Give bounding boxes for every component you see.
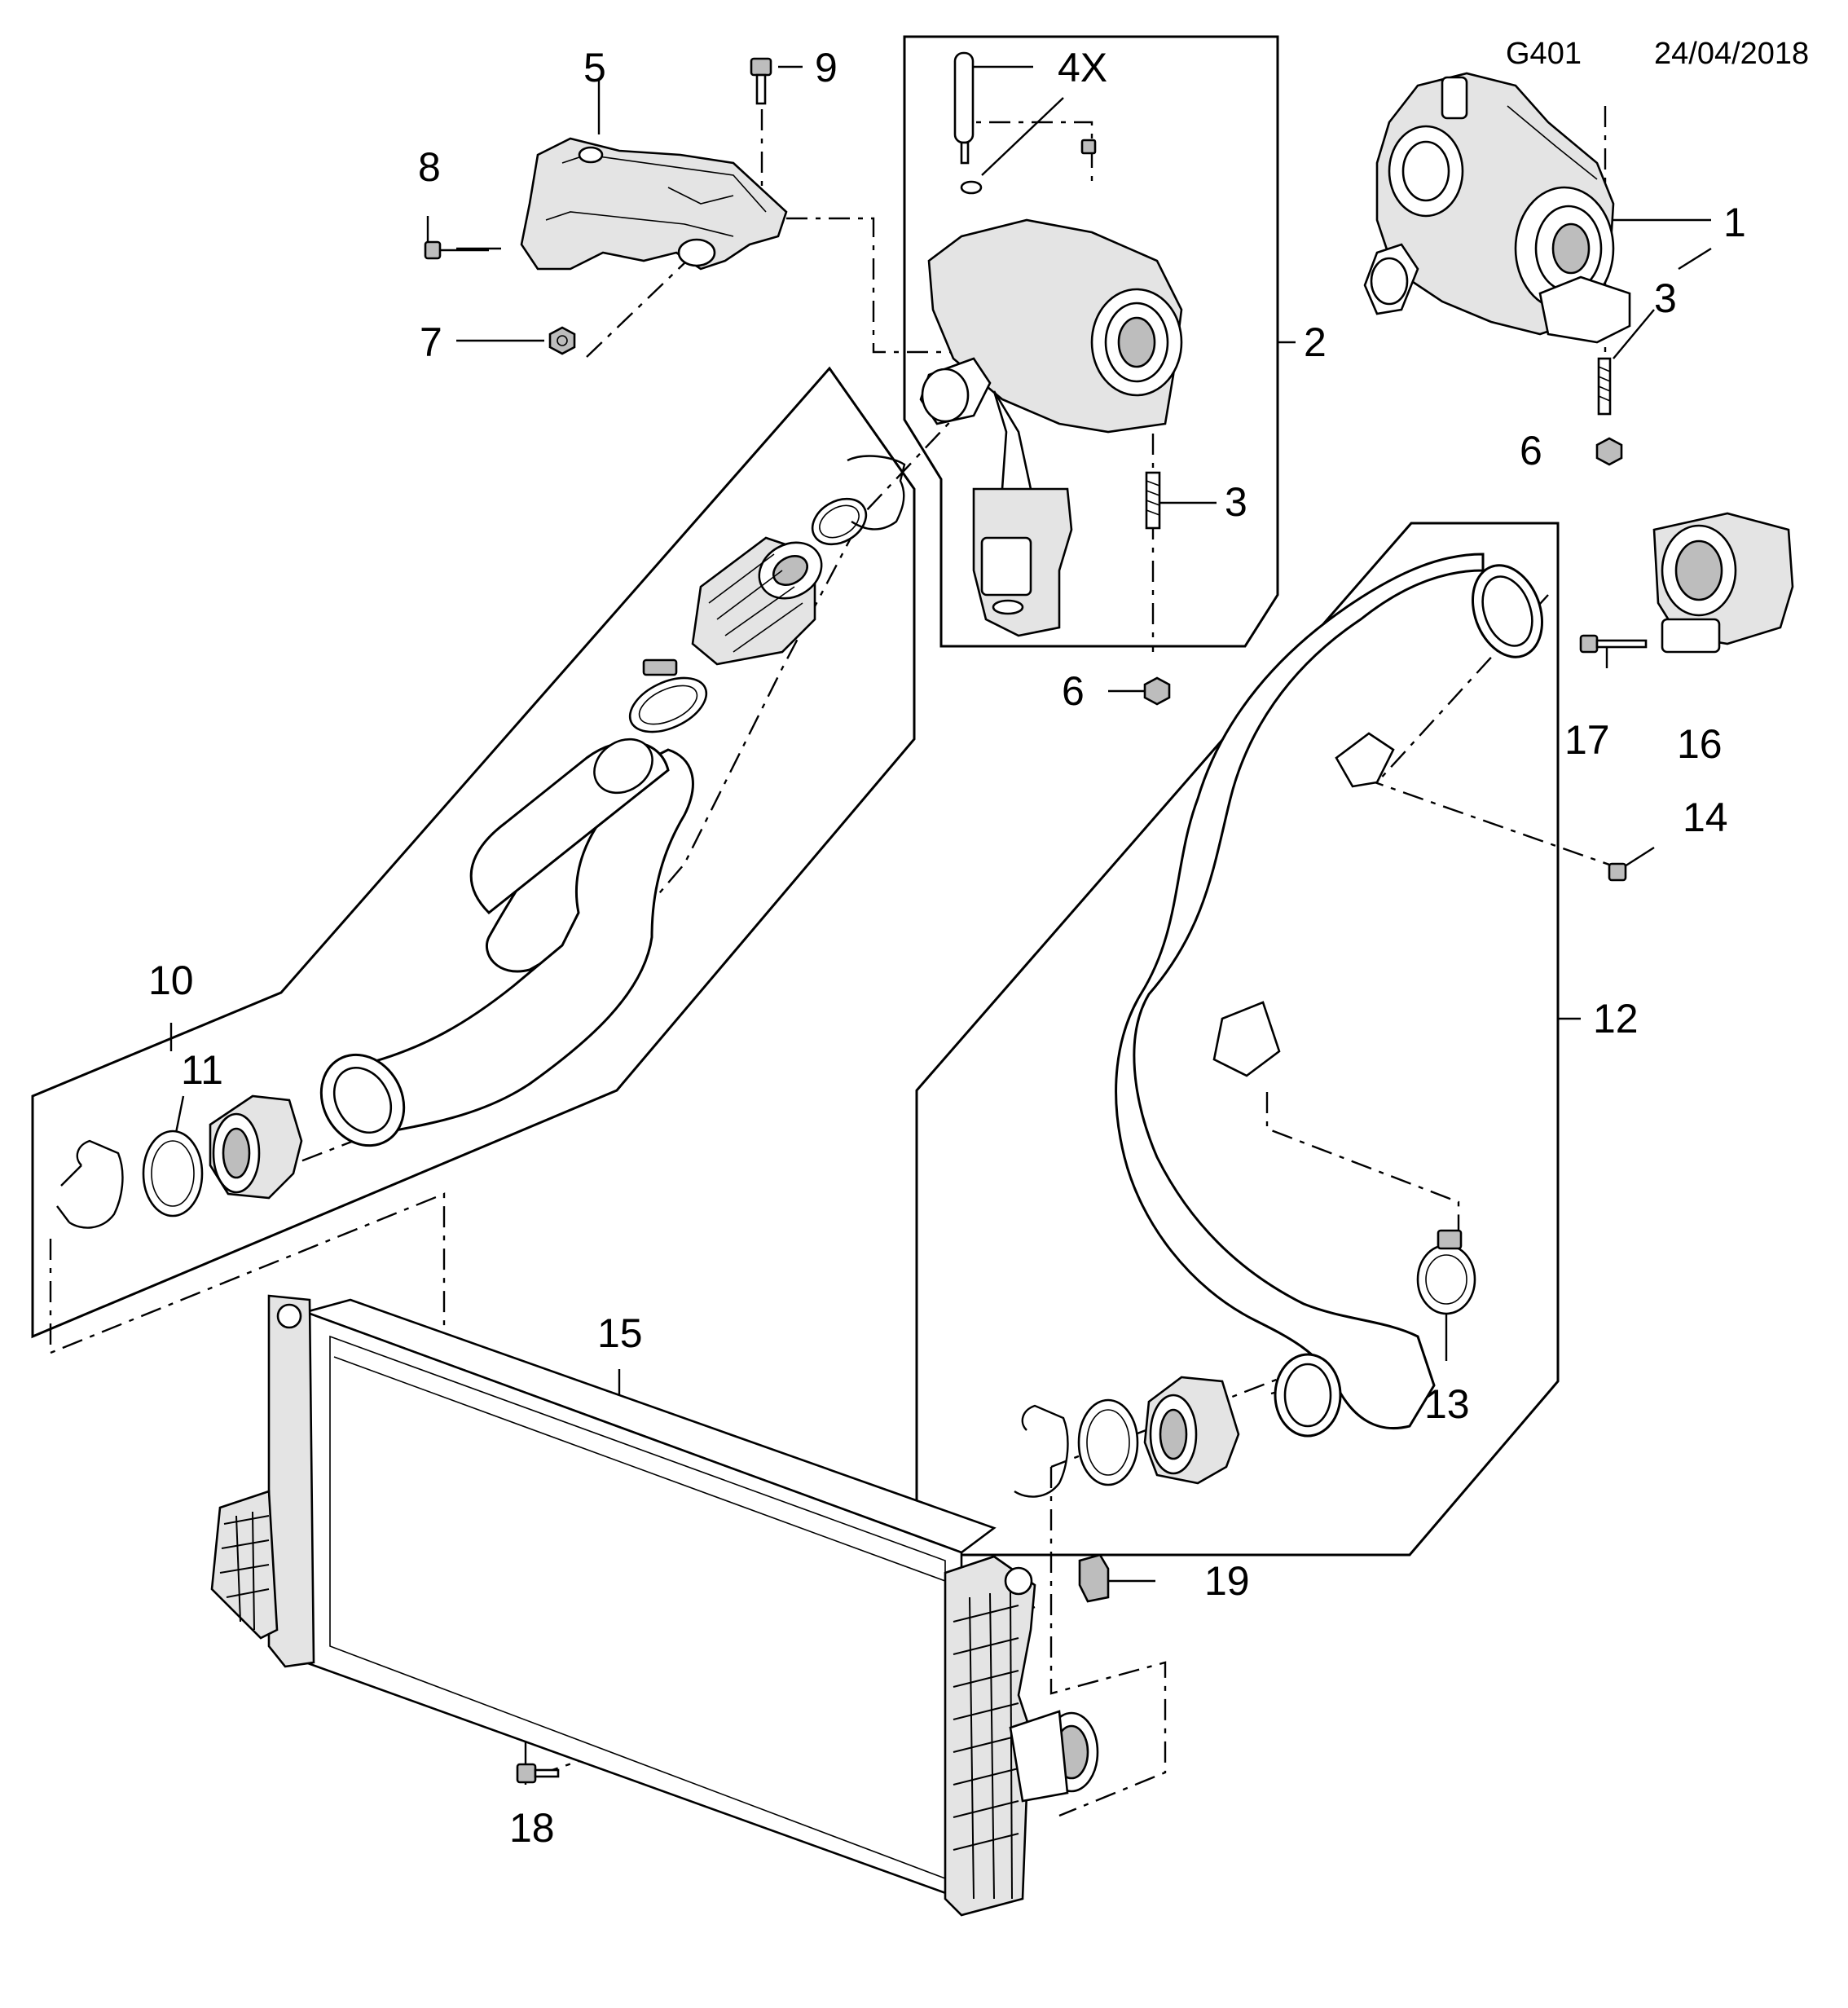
heat-shield[interactable] bbox=[520, 137, 788, 271]
callout-2: 2 bbox=[1304, 319, 1327, 365]
callout-12: 12 bbox=[1593, 996, 1639, 1041]
clamp-inlet[interactable] bbox=[622, 658, 715, 743]
callout-19: 19 bbox=[1204, 1558, 1250, 1604]
callout-6-kit: 6 bbox=[1062, 668, 1085, 714]
retaining-clip-inlet-top[interactable] bbox=[847, 455, 906, 531]
callout-3-right: 3 bbox=[1654, 275, 1677, 321]
quick-connector-inlet-bottom[interactable] bbox=[209, 1094, 303, 1200]
nut-6a[interactable] bbox=[1143, 676, 1171, 706]
callout-17: 17 bbox=[1564, 717, 1610, 763]
callout-9: 9 bbox=[815, 45, 838, 90]
intercooler-right-grid bbox=[953, 1588, 1019, 1900]
intercooler-left-grid bbox=[219, 1511, 270, 1631]
retaining-clip-inlet-bottom[interactable] bbox=[56, 1139, 124, 1229]
sealing-ring-outlet[interactable] bbox=[1077, 1398, 1139, 1486]
bolt-14[interactable] bbox=[1608, 862, 1627, 882]
retaining-clip-outlet[interactable] bbox=[1014, 1404, 1069, 1498]
bolt-17[interactable] bbox=[1579, 634, 1648, 654]
quick-connector-inlet[interactable] bbox=[691, 531, 832, 666]
callout-14: 14 bbox=[1683, 795, 1728, 840]
sealing-ring[interactable] bbox=[142, 1130, 204, 1218]
callout-13: 13 bbox=[1424, 1381, 1470, 1427]
bracket[interactable] bbox=[1078, 1553, 1110, 1603]
throttle-body[interactable] bbox=[1652, 512, 1794, 654]
callout-18: 18 bbox=[509, 1805, 555, 1851]
callout-10: 10 bbox=[148, 958, 194, 1003]
callout-15: 15 bbox=[597, 1310, 643, 1356]
nut-6b[interactable] bbox=[1595, 437, 1623, 466]
bolt-18[interactable] bbox=[516, 1763, 560, 1784]
clamp[interactable] bbox=[1416, 1229, 1476, 1315]
inlet-hose-kit-box bbox=[31, 366, 916, 1339]
charge-air-hose-inlet[interactable] bbox=[305, 729, 694, 1161]
turbocharger-kit-box bbox=[903, 35, 1279, 648]
callout-16: 16 bbox=[1677, 721, 1723, 767]
stud-3b[interactable] bbox=[1597, 357, 1612, 416]
callout-1: 1 bbox=[1723, 200, 1746, 245]
callout-8: 8 bbox=[418, 144, 441, 190]
callout-5: 5 bbox=[583, 45, 606, 90]
callout-3-kit: 3 bbox=[1225, 479, 1247, 525]
quick-connector-outlet[interactable] bbox=[1143, 1376, 1240, 1485]
callout-11: 11 bbox=[181, 1047, 223, 1093]
diagram-date: 24/04/2018 bbox=[1654, 37, 1809, 71]
turbocharger-kit[interactable] bbox=[919, 51, 1183, 637]
callout-6-right: 6 bbox=[1520, 428, 1542, 473]
stud-3a[interactable] bbox=[1145, 471, 1161, 530]
intercooler[interactable] bbox=[210, 1294, 1099, 1917]
bolt-9[interactable] bbox=[750, 57, 772, 105]
sealing-ring-inlet-top[interactable] bbox=[804, 490, 874, 553]
diagram-code: G401 bbox=[1506, 37, 1582, 71]
callout-4x: 4X bbox=[1058, 45, 1107, 90]
callout-labels: 1 2 3 3 4X 5 6 6 7 8 9 10 11 12 13 14 15… bbox=[148, 45, 1746, 1851]
callout-7: 7 bbox=[420, 319, 442, 365]
nut-7[interactable] bbox=[548, 326, 576, 355]
charge-air-hose-outlet[interactable] bbox=[1115, 553, 1555, 1438]
bolt-8[interactable] bbox=[424, 240, 489, 260]
outlet-hose-kit-box bbox=[915, 522, 1560, 1557]
turbocharger[interactable] bbox=[1363, 72, 1631, 344]
